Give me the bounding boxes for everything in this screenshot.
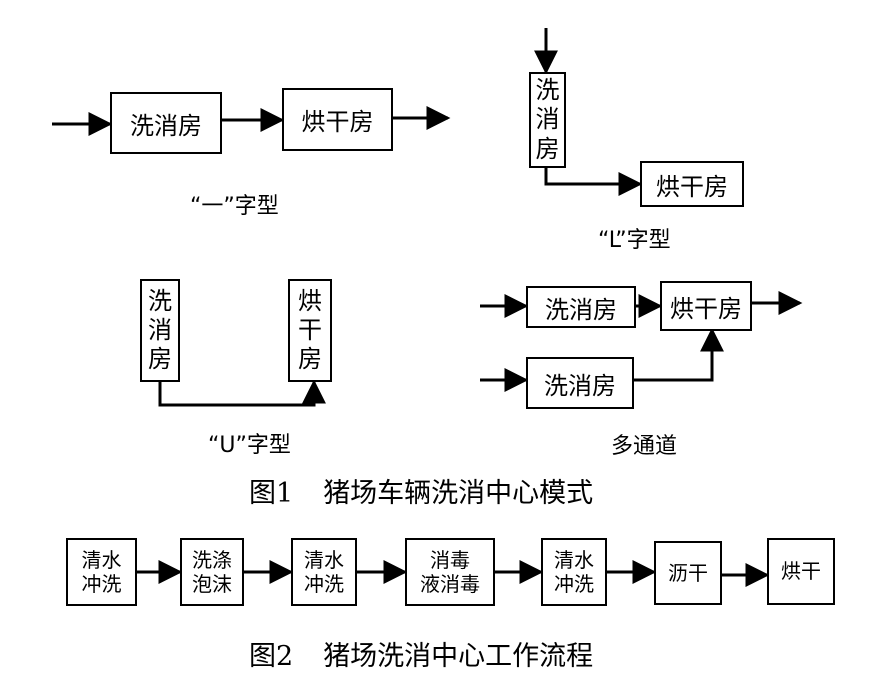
multi-wash-room-top: 洗消房 <box>526 286 636 328</box>
linear-label: “一”字型 <box>190 194 279 219</box>
flow-step-2: 洗涤泡沫 <box>180 538 244 606</box>
arrow-multi-wash-bottom-to-dry <box>634 327 724 382</box>
figure1-number: 图1 <box>249 478 294 509</box>
figure2-number: 图2 <box>249 641 294 672</box>
flow-step-7: 烘干 <box>767 538 835 605</box>
figure1-title: 猪场车辆洗消中心模式 <box>323 478 594 509</box>
figure1-caption: 图1 猪场车辆洗消中心模式 <box>249 471 593 510</box>
linear-dry-room: 烘干房 <box>282 88 393 151</box>
arrow-l-wash-to-dry <box>544 168 643 196</box>
multi-label: 多通道 <box>611 434 678 459</box>
l-label: “L”字型 <box>598 228 671 253</box>
multi-dry-room: 烘干房 <box>660 281 752 331</box>
figure2-caption: 图2 猪场洗消中心工作流程 <box>249 634 593 673</box>
flow-step-4: 消毒液消毒 <box>405 538 495 606</box>
l-dry-room: 烘干房 <box>640 161 744 207</box>
flow-step-5: 清水冲洗 <box>541 538 607 606</box>
multi-wash-room-bottom: 洗消房 <box>526 357 634 409</box>
u-wash-room: 洗消房 <box>140 279 180 382</box>
u-dry-room: 烘干房 <box>288 279 332 382</box>
flow-step-1: 清水冲洗 <box>66 538 137 606</box>
u-label: “U”字型 <box>208 433 291 458</box>
l-wash-room: 洗消房 <box>529 72 566 168</box>
arrow-u-wash-to-dry <box>158 379 326 407</box>
figure2-title: 猪场洗消中心工作流程 <box>323 641 594 672</box>
flow-step-3: 清水冲洗 <box>291 538 357 606</box>
linear-wash-room: 洗消房 <box>110 92 222 154</box>
flow-step-6: 沥干 <box>654 541 722 605</box>
